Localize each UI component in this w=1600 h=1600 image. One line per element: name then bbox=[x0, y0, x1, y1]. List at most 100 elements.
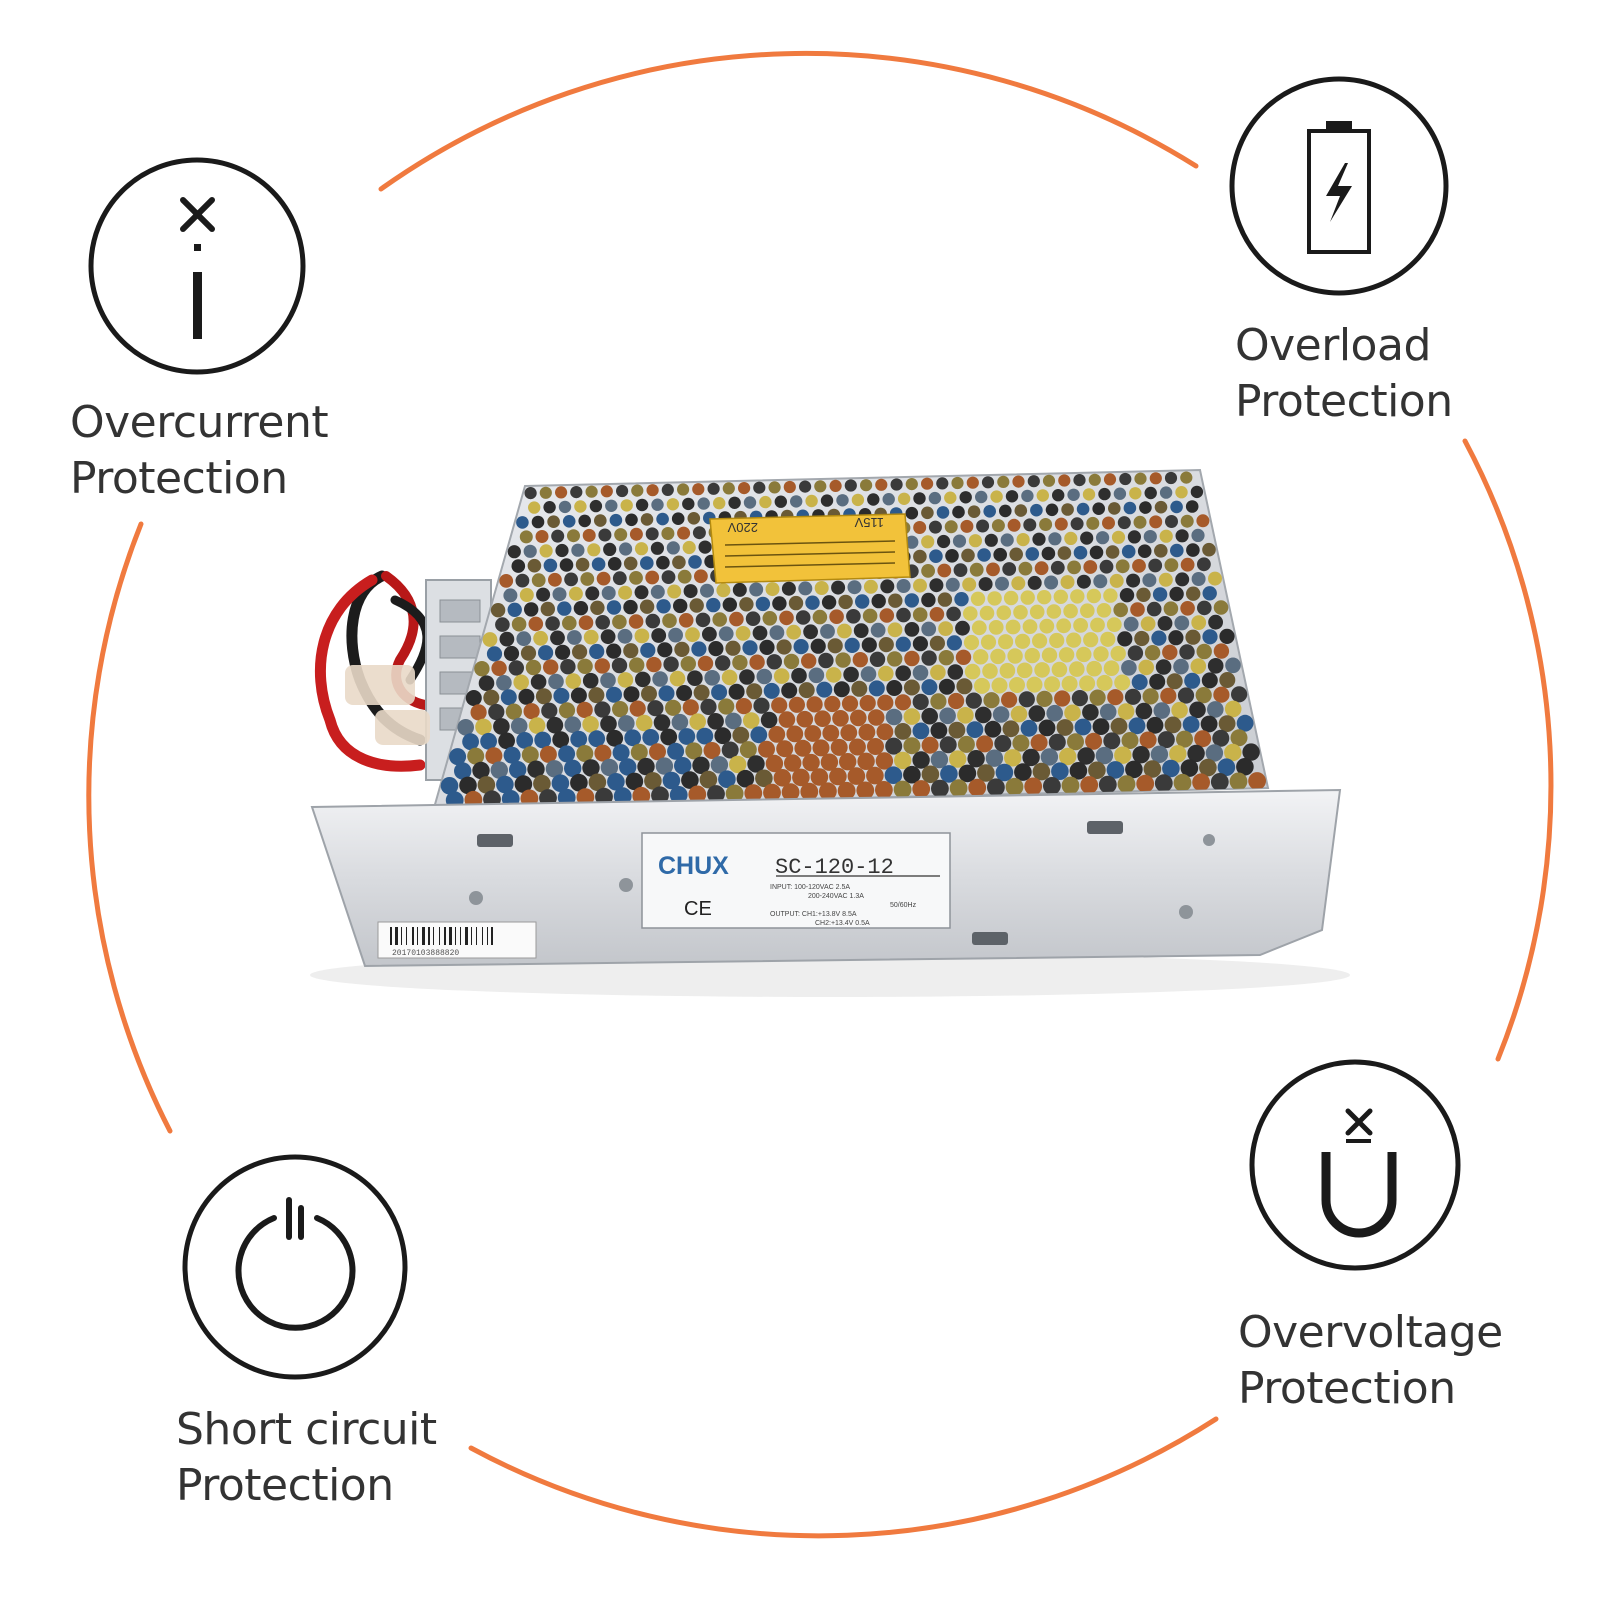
ventilation-hole bbox=[1003, 590, 1019, 606]
ventilation-hole bbox=[539, 544, 553, 558]
ventilation-hole bbox=[656, 512, 669, 526]
ventilation-hole bbox=[1070, 517, 1084, 531]
ventilation-hole bbox=[571, 543, 585, 557]
barcode-bar bbox=[395, 927, 398, 945]
ventilation-hole bbox=[1049, 632, 1065, 649]
ventilation-hole bbox=[689, 713, 706, 730]
ventilation-hole bbox=[713, 497, 726, 510]
ventilation-hole bbox=[1005, 777, 1024, 796]
ventilation-hole bbox=[1194, 730, 1212, 748]
ventilation-hole bbox=[1236, 714, 1254, 732]
ventilation-hole bbox=[930, 693, 947, 710]
ventilation-hole bbox=[1045, 503, 1059, 517]
barcode-bar bbox=[401, 927, 402, 945]
ventilation-hole bbox=[947, 664, 964, 680]
ventilation-hole bbox=[629, 700, 646, 717]
ventilation-hole bbox=[1032, 633, 1048, 649]
ventilation-hole bbox=[904, 622, 920, 637]
ventilation-hole bbox=[687, 670, 703, 686]
ventilation-hole bbox=[591, 557, 606, 571]
ventilation-hole bbox=[594, 701, 611, 718]
ventilation-hole bbox=[750, 726, 768, 744]
ventilation-hole bbox=[745, 611, 761, 626]
ventilation-hole bbox=[625, 513, 638, 527]
ventilation-hole bbox=[708, 641, 724, 657]
ventilation-hole bbox=[612, 571, 627, 586]
ventilation-hole bbox=[1197, 557, 1211, 572]
ventilation-hole bbox=[1020, 719, 1038, 737]
ventilation-hole bbox=[912, 722, 930, 740]
ventilation-hole bbox=[1080, 776, 1099, 794]
ventilation-hole bbox=[768, 726, 786, 743]
ventilation-hole bbox=[1080, 603, 1095, 618]
barcode-bar bbox=[439, 927, 440, 945]
ventilation-hole bbox=[1136, 774, 1155, 793]
ventilation-hole bbox=[611, 657, 628, 674]
ventilation-hole bbox=[653, 714, 671, 731]
ventilation-hole bbox=[992, 706, 1010, 723]
ventilation-hole bbox=[496, 775, 514, 794]
ventilation-hole bbox=[600, 629, 616, 645]
ventilation-hole bbox=[744, 784, 763, 802]
ventilation-hole bbox=[1000, 533, 1014, 547]
ventilation-hole bbox=[1139, 501, 1152, 514]
ventilation-hole bbox=[558, 745, 576, 763]
ventilation-hole bbox=[651, 786, 669, 805]
ventilation-hole bbox=[1057, 546, 1072, 560]
ventilation-hole bbox=[697, 655, 714, 672]
ventilation-hole bbox=[836, 494, 849, 507]
ventilation-hole bbox=[722, 597, 737, 612]
ventilation-hole bbox=[630, 743, 648, 761]
ventilation-hole bbox=[1085, 732, 1103, 750]
ventilation-hole bbox=[1056, 719, 1074, 736]
ventilation-hole bbox=[580, 572, 595, 586]
ventilation-hole bbox=[1132, 559, 1146, 573]
ventilation-hole bbox=[609, 513, 623, 527]
ventilation-hole bbox=[765, 754, 784, 773]
ventilation-hole bbox=[1030, 503, 1043, 517]
ventilation-hole bbox=[1121, 544, 1136, 559]
ventilation-hole bbox=[483, 689, 500, 706]
ventilation-hole bbox=[552, 731, 570, 748]
ventilation-hole bbox=[885, 737, 903, 755]
ventilation-hole bbox=[1135, 702, 1153, 720]
ventilation-hole bbox=[929, 635, 946, 651]
ventilation-hole bbox=[1139, 731, 1157, 749]
ventilation-hole bbox=[572, 644, 588, 660]
ventilation-hole bbox=[1144, 645, 1161, 661]
ventilation-hole bbox=[759, 639, 775, 656]
feature-title: Short circuit bbox=[176, 1404, 437, 1455]
ventilation-hole bbox=[511, 616, 527, 632]
ventilation-hole bbox=[1248, 772, 1266, 790]
ventilation-hole bbox=[1149, 515, 1163, 529]
ventilation-hole bbox=[1063, 603, 1078, 619]
ventilation-hole bbox=[1168, 630, 1184, 646]
ventilation-hole bbox=[840, 724, 858, 742]
ventilation-hole bbox=[796, 710, 814, 728]
ventilation-hole bbox=[1151, 630, 1167, 646]
ventilation-hole bbox=[755, 769, 773, 788]
ventilation-hole bbox=[829, 767, 847, 786]
ventilation-hole bbox=[895, 636, 911, 652]
ventilation-hole bbox=[746, 683, 763, 700]
ventilation-hole bbox=[1088, 473, 1101, 486]
ventilation-hole bbox=[728, 496, 741, 509]
ventilation-hole bbox=[585, 586, 600, 601]
ventilation-hole bbox=[988, 620, 1004, 635]
spec-line: INPUT: 100-120VAC 2.5A bbox=[770, 884, 850, 891]
ventilation-hole bbox=[867, 709, 885, 726]
ventilation-hole bbox=[605, 499, 618, 512]
ventilation-hole bbox=[793, 639, 809, 655]
ventilation-hole bbox=[1134, 630, 1150, 647]
ventilation-hole bbox=[882, 493, 895, 506]
ventilation-hole bbox=[1036, 489, 1050, 502]
ventilation-hole bbox=[955, 620, 970, 636]
ventilation-hole bbox=[896, 579, 911, 593]
ventilation-hole bbox=[804, 725, 822, 742]
ventilation-hole bbox=[1149, 673, 1166, 690]
ventilation-hole bbox=[1086, 516, 1100, 530]
ventilation-hole bbox=[1058, 474, 1071, 487]
spec-label-plate: CHUX SC-120-12 CE INPUT: 100-120VAC 2.5A… bbox=[641, 832, 951, 929]
ventilation-hole bbox=[1082, 488, 1096, 501]
ventilation-hole bbox=[651, 498, 664, 511]
